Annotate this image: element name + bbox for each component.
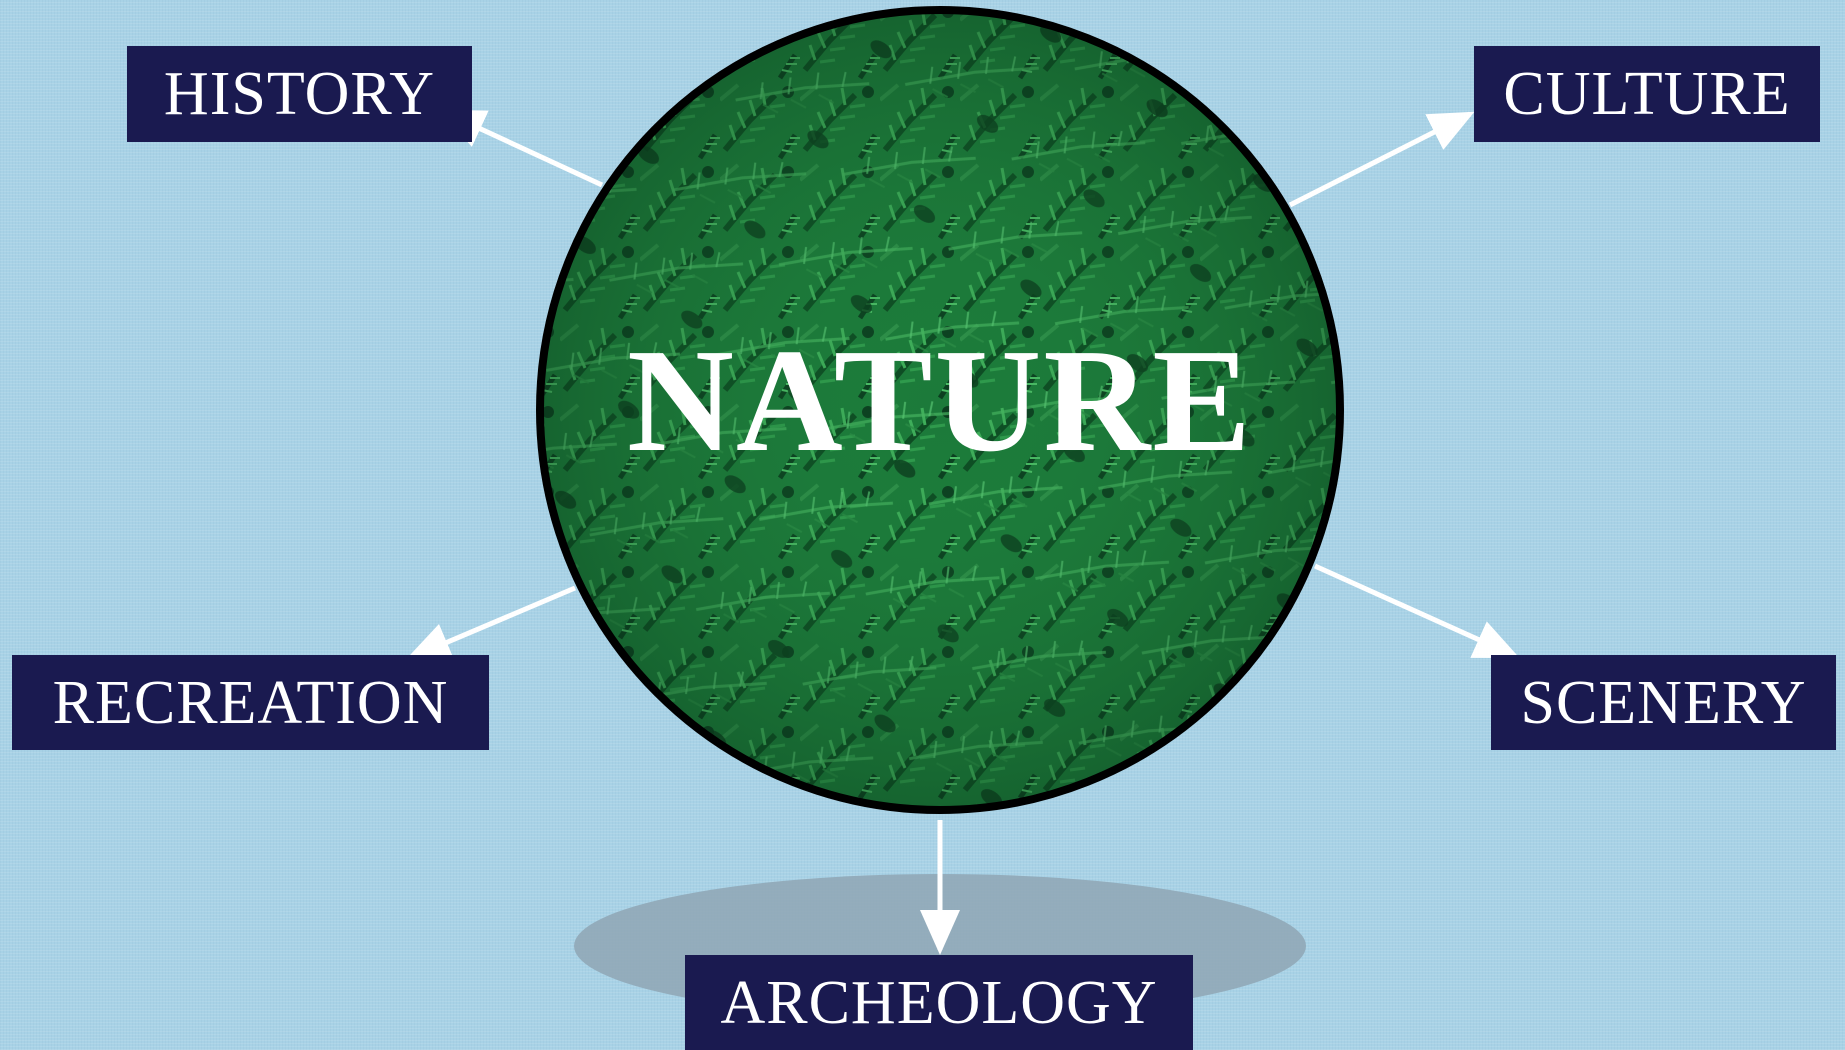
- scenery-node: SCENERY: [1491, 655, 1836, 750]
- culture-node: CULTURE: [1474, 46, 1820, 142]
- archeology-node: ARCHEOLOGY: [685, 955, 1193, 1050]
- history-label: HISTORY: [164, 63, 435, 125]
- recreation-node: RECREATION: [12, 655, 489, 750]
- arrow-to-scenery: [1315, 566, 1515, 656]
- history-node: HISTORY: [127, 46, 472, 142]
- arrow-to-recreation: [410, 588, 575, 658]
- scenery-label: SCENERY: [1520, 672, 1806, 734]
- culture-label: CULTURE: [1503, 63, 1790, 125]
- archeology-label: ARCHEOLOGY: [720, 972, 1157, 1034]
- arrow-to-culture: [1290, 114, 1470, 205]
- nature-title: NATURE: [627, 319, 1253, 483]
- recreation-label: RECREATION: [53, 672, 449, 734]
